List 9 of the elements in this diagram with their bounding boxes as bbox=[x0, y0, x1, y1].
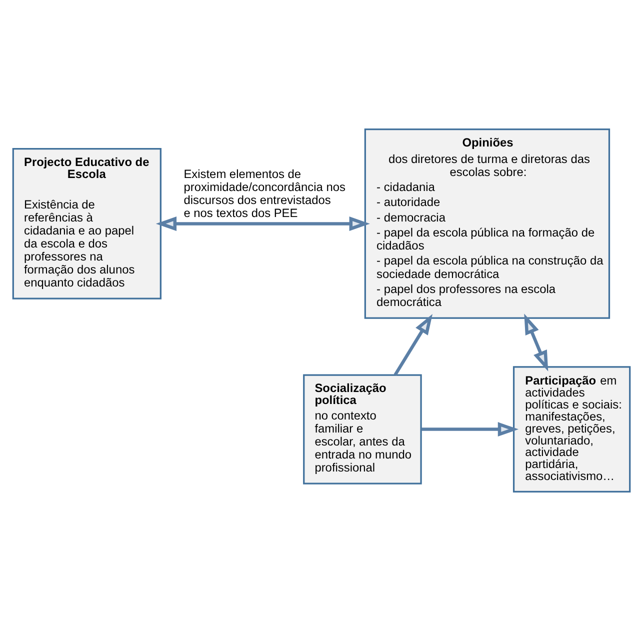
arrow bbox=[156, 216, 370, 231]
arrow bbox=[394, 314, 433, 376]
node-box: Participação em actividades políticas e sociais: manifestações, greves, petições, voluntariado, actividade partidária, associativismo… bbox=[512, 366, 631, 492]
arrow bbox=[421, 422, 519, 437]
node-box: Socialização política no contexto familiar e escolar, antes da entrada no mundo profissional bbox=[303, 374, 422, 484]
arrow bbox=[524, 314, 548, 372]
node-box: Opiniões dos diretores de turma e diretoras das escolas sobre: - cidadania - autoridade - democracia - papel da escola pública na formação de cidadãos - papel da escola pública na construção da sociedade democrática - papel dos professores na escola democrática bbox=[364, 128, 610, 319]
node-box: Projecto Educativo de Escola Existência de referências à cidadania e ao papel da escola e dos professores na formação dos alunos enquanto cidadãos bbox=[12, 148, 162, 300]
edge-label: Existem elementos de proximidade/concordância nos discursos dos entrevistados e nos textos dos PEE bbox=[184, 166, 346, 220]
